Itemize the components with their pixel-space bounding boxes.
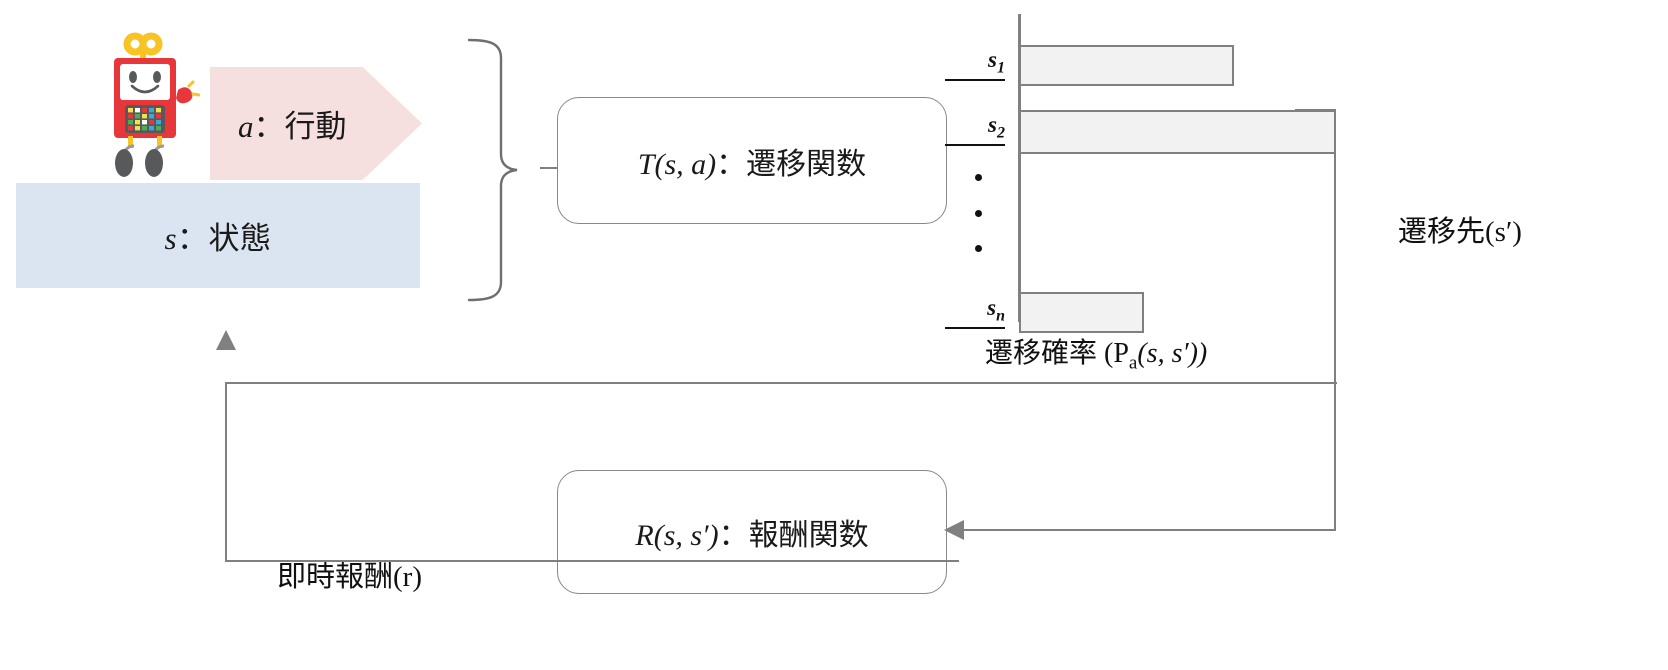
ellipsis-dot — [975, 245, 982, 252]
transition-colon: ： — [716, 147, 747, 181]
chart-axis — [1018, 14, 1021, 322]
chart-bar — [1019, 110, 1336, 154]
chart-bar-label: s2 — [945, 112, 1005, 146]
connector-brace-to-transition — [540, 167, 560, 169]
chart-caption-sub: a — [1128, 352, 1138, 374]
transition-function-label: T(s, a)：遷移関数 — [638, 139, 866, 183]
ellipsis-dot — [975, 210, 982, 217]
reward-word: 報酬関数 — [748, 519, 869, 552]
connector-feedback-top — [225, 382, 1337, 384]
connector-chart-to-dest — [1295, 109, 1336, 111]
arrow-into-reward-box — [944, 520, 964, 540]
reward-function-expr: R(s, s′) — [635, 519, 719, 552]
connector-feedback-bottom — [225, 560, 959, 562]
connector-feedback-vertical — [225, 382, 227, 562]
chart-bar — [1019, 292, 1144, 333]
chart-caption: 遷移確率 (Pa(s, s′)) — [985, 331, 1207, 375]
connector-dest-vertical — [1334, 110, 1336, 530]
reward-function-label: R(s, s′)：報酬関数 — [635, 510, 868, 554]
reward-function-box[interactable]: R(s, s′)：報酬関数 — [557, 470, 947, 594]
connector-dest-to-reward — [955, 529, 1336, 531]
action-variable: a — [238, 109, 254, 144]
grouping-brace — [455, 36, 547, 304]
state-variable: s — [164, 221, 178, 256]
immediate-reward-label: 即時報酬(r) — [277, 561, 422, 593]
destination-state-label: 遷移先(s′) — [1398, 216, 1522, 248]
state-box-text: ： — [177, 221, 209, 256]
ellipsis-dot — [975, 174, 982, 181]
action-word: 行動 — [284, 109, 347, 144]
wind-up-robot-icon — [92, 32, 201, 180]
action-arrow: a：行動 — [210, 67, 422, 180]
chart-bar — [1019, 45, 1234, 86]
reward-colon: ： — [718, 519, 749, 552]
arrow-into-agent — [216, 330, 236, 350]
state-box-label: s：状態 — [164, 213, 271, 258]
transition-function-expr: T(s, a) — [637, 147, 717, 181]
transition-function-box[interactable]: T(s, a)：遷移関数 — [557, 97, 947, 224]
chart-caption-suffix: (s, s′)) — [1137, 338, 1208, 369]
action-colon: ： — [253, 109, 285, 144]
state-box: s：状態 — [16, 183, 420, 288]
chart-bar-label: s1 — [945, 47, 1005, 81]
action-arrow-label: a：行動 — [238, 101, 347, 146]
chart-bar-label: sn — [945, 295, 1005, 329]
state-box-word: 状態 — [208, 221, 272, 256]
transition-word: 遷移関数 — [746, 147, 867, 181]
chart-caption-prefix: 遷移確率 (P — [985, 338, 1129, 369]
